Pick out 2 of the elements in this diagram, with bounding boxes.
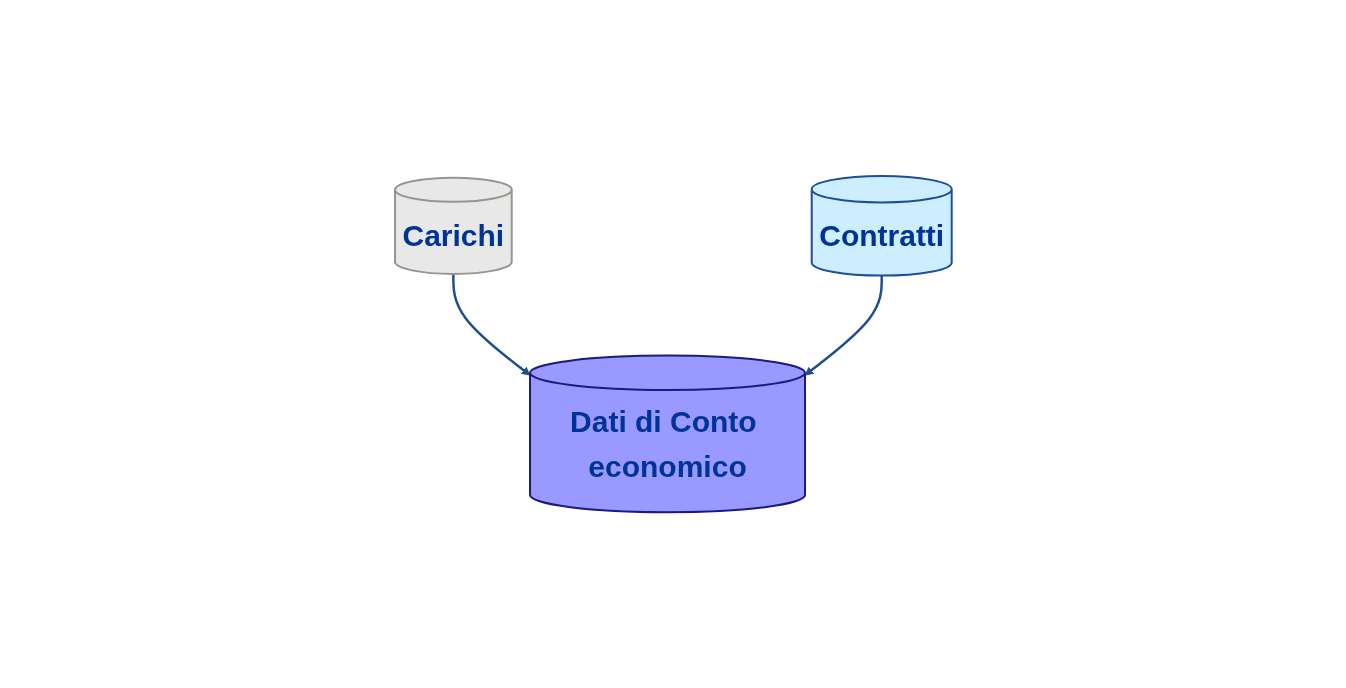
arrow — [804, 275, 883, 376]
arrow — [451, 273, 531, 376]
